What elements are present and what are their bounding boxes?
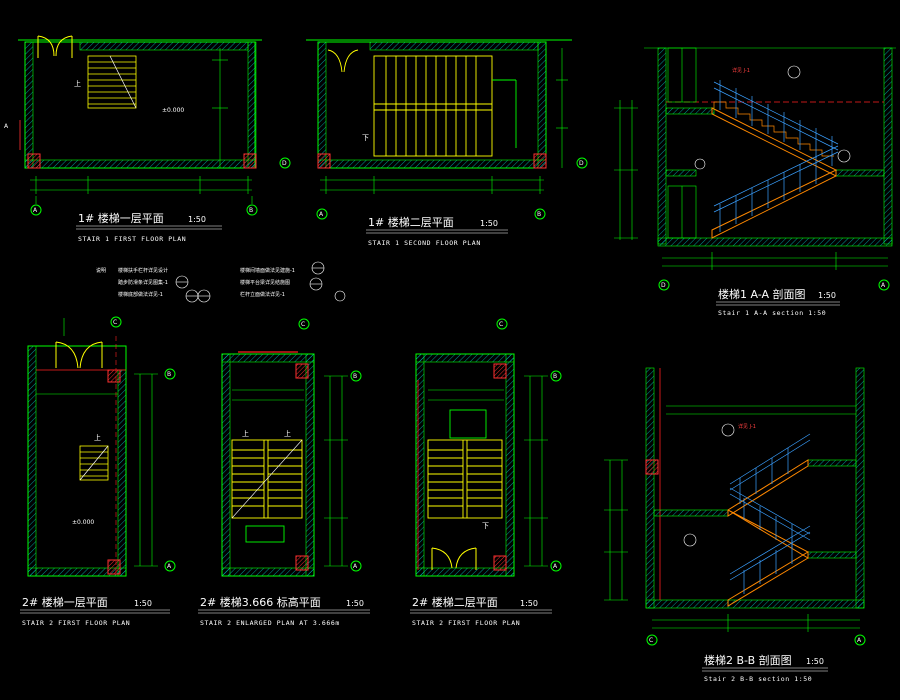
axis-label: A (167, 563, 172, 570)
axis-label: A (553, 563, 558, 570)
note-line: 踏步防滑条详见图集-1 (118, 279, 168, 286)
up-label: 上 (74, 79, 81, 88)
axis-label: A (881, 282, 886, 289)
up-label: 上 (94, 433, 101, 442)
axis-label: A (353, 563, 358, 570)
drawing-title: 2# 楼梯一层平面 (22, 595, 108, 609)
detail-callout-icon (175, 261, 346, 303)
axis-label: A (33, 207, 38, 214)
stair-flight (79, 445, 109, 481)
stair2-second-floor-plan: 下 C B A 2# 楼梯二层平面 1:50 STAIR 2 FIRST FLO… (410, 318, 562, 627)
down-label: 下 (482, 522, 489, 530)
drawing-subtitle: STAIR 2 FIRST FLOOR PLAN (412, 619, 520, 627)
note-line: 栏杆立面做法详见-1 (240, 291, 285, 298)
stair-flight (231, 439, 303, 543)
axis-label: C (649, 637, 653, 644)
door-swing-icon (55, 341, 103, 369)
door-swing-icon (431, 547, 477, 570)
axis-label: B (167, 371, 171, 378)
svg-text:上: 上 (284, 429, 291, 438)
stair2-section-bb: 详见 J-1 C A 楼梯2 B-B 剖面图 1:50 Stair 2 B-B … (604, 367, 866, 683)
drawing-subtitle: Stair 1 A-A section 1:50 (718, 309, 826, 317)
notes-heading: 说明 (96, 267, 106, 274)
stair-flight (427, 409, 503, 519)
axis-label: A (319, 211, 324, 218)
drawing-scale: 1:50 (134, 599, 152, 608)
axis-label: B (249, 207, 253, 214)
drawing-subtitle: STAIR 1 FIRST FLOOR PLAN (78, 235, 186, 243)
drawing-scale: 1:50 (480, 219, 498, 228)
stair2-first-floor-plan: 上 ±0.000 C B A 2# 楼梯一层平面 1:50 STAIR 2 FI… (20, 316, 176, 627)
axis-label: B (353, 373, 357, 380)
drawing-scale: 1:50 (520, 599, 538, 608)
down-label: 下 (362, 134, 369, 142)
svg-text:详见 J-1: 详见 J-1 (738, 423, 756, 430)
note-line: 楼梯平台梁详见结施图 (240, 279, 290, 286)
drawing-subtitle: Stair 2 B-B section 1:50 (704, 675, 812, 683)
drawing-scale: 1:50 (346, 599, 364, 608)
stair1-first-floor-plan: 上 ±0.000 A A B D 1# 楼梯一层平面 1:50 STAIR 1 … (4, 35, 291, 243)
stair-flight (727, 433, 811, 607)
drawing-scale: 1:50 (188, 215, 206, 224)
drawing-subtitle: STAIR 2 FIRST FLOOR PLAN (22, 619, 130, 627)
axis-label: C (499, 321, 503, 328)
axis-label: D (579, 160, 584, 167)
axis-label: B (537, 211, 541, 218)
drawing-title: 1# 楼梯一层平面 (78, 211, 164, 225)
drawing-subtitle: STAIR 2 ENLARGED PLAN AT 3.666m (200, 619, 340, 627)
axis-label: D (661, 282, 666, 289)
drawing-scale: 1:50 (806, 657, 824, 666)
axis-label: C (113, 319, 117, 326)
axis-label: D (282, 160, 287, 167)
door-swing-icon (327, 49, 359, 73)
note-line: 楼梯间墙面做法见建施-1 (240, 267, 295, 274)
note-line: 楼梯扶手栏杆详见设计 (118, 267, 168, 274)
door-swing-icon (37, 35, 73, 58)
axis-label: C (301, 321, 305, 328)
drawing-title: 楼梯1 A-A 剖面图 (718, 287, 806, 301)
axis-label: B (553, 373, 557, 380)
stair1-section-aa: 详见 J-1 D A 楼梯1 A-A 剖面图 1:50 Stair 1 A-A … (614, 47, 896, 317)
drawing-title: 1# 楼梯二层平面 (368, 215, 454, 229)
drawing-title: 2# 楼梯3.666 标高平面 (200, 595, 321, 609)
stair1-second-floor-plan: 下 A B D 1# 楼梯二层平面 1:50 STAIR 1 SECOND FL… (306, 39, 588, 247)
svg-text:A: A (4, 123, 9, 130)
svg-text:±0.000: ±0.000 (72, 519, 94, 526)
svg-text:详见 J-1: 详见 J-1 (732, 67, 750, 74)
stair2-enlarged-plan: 上 上 C B A 2# 楼梯3.666 标高平面 1:50 STAIR 2 E… (198, 318, 370, 627)
drawing-subtitle: STAIR 1 SECOND FLOOR PLAN (368, 239, 481, 247)
stair-flight (711, 80, 839, 239)
axis-label: A (857, 637, 862, 644)
stair-flight (373, 55, 517, 157)
general-notes: 说明 楼梯扶手栏杆详见设计 踏步防滑条详见图集-1 楼梯底部做法详见-1 楼梯间… (96, 261, 346, 303)
up-label: 上 (242, 429, 249, 438)
note-line: 楼梯底部做法详见-1 (118, 291, 163, 298)
svg-text:±0.000: ±0.000 (162, 107, 184, 114)
stair-flight (87, 55, 137, 109)
drawing-title: 2# 楼梯二层平面 (412, 595, 498, 609)
drawing-title: 楼梯2 B-B 剖面图 (704, 653, 792, 667)
drawing-scale: 1:50 (818, 291, 836, 300)
